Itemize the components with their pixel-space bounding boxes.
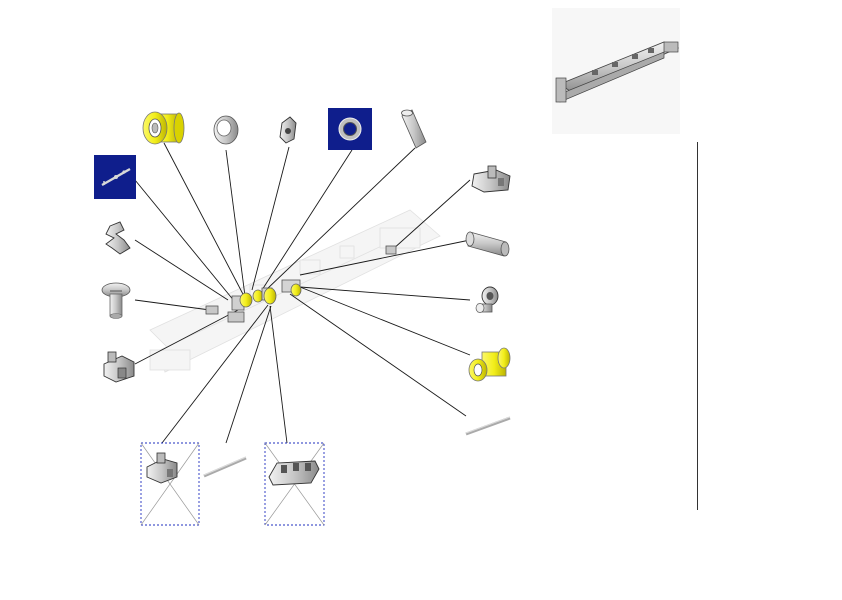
bushing-icon[interactable] xyxy=(475,286,499,313)
central-assembly-cluster xyxy=(205,245,397,323)
vertical-divider-line xyxy=(697,142,698,510)
oval-ring-icon[interactable] xyxy=(213,115,239,145)
holder-block-icon[interactable] xyxy=(140,442,200,526)
o-ring-icon[interactable] xyxy=(328,108,372,150)
frame-rail-icon[interactable] xyxy=(264,442,325,526)
bracket-clip-icon[interactable] xyxy=(279,116,297,144)
rod-icon[interactable] xyxy=(203,456,247,478)
sleeve-tube-icon[interactable] xyxy=(401,109,427,149)
screw-icon[interactable] xyxy=(101,282,131,319)
leader-lines xyxy=(134,142,471,444)
shaft-pin-icon[interactable] xyxy=(94,155,136,199)
holder-block-icon[interactable] xyxy=(103,351,135,383)
rod-icon[interactable] xyxy=(465,416,511,436)
rail-assembly-thumbnail-icon[interactable] xyxy=(552,8,680,134)
clamp-bracket-icon[interactable] xyxy=(471,165,511,193)
roller-tube-icon[interactable] xyxy=(465,231,510,257)
yellow-spool-icon[interactable] xyxy=(142,111,185,145)
spring-clip-icon[interactable] xyxy=(105,221,131,255)
yellow-spool-icon[interactable] xyxy=(468,347,511,382)
